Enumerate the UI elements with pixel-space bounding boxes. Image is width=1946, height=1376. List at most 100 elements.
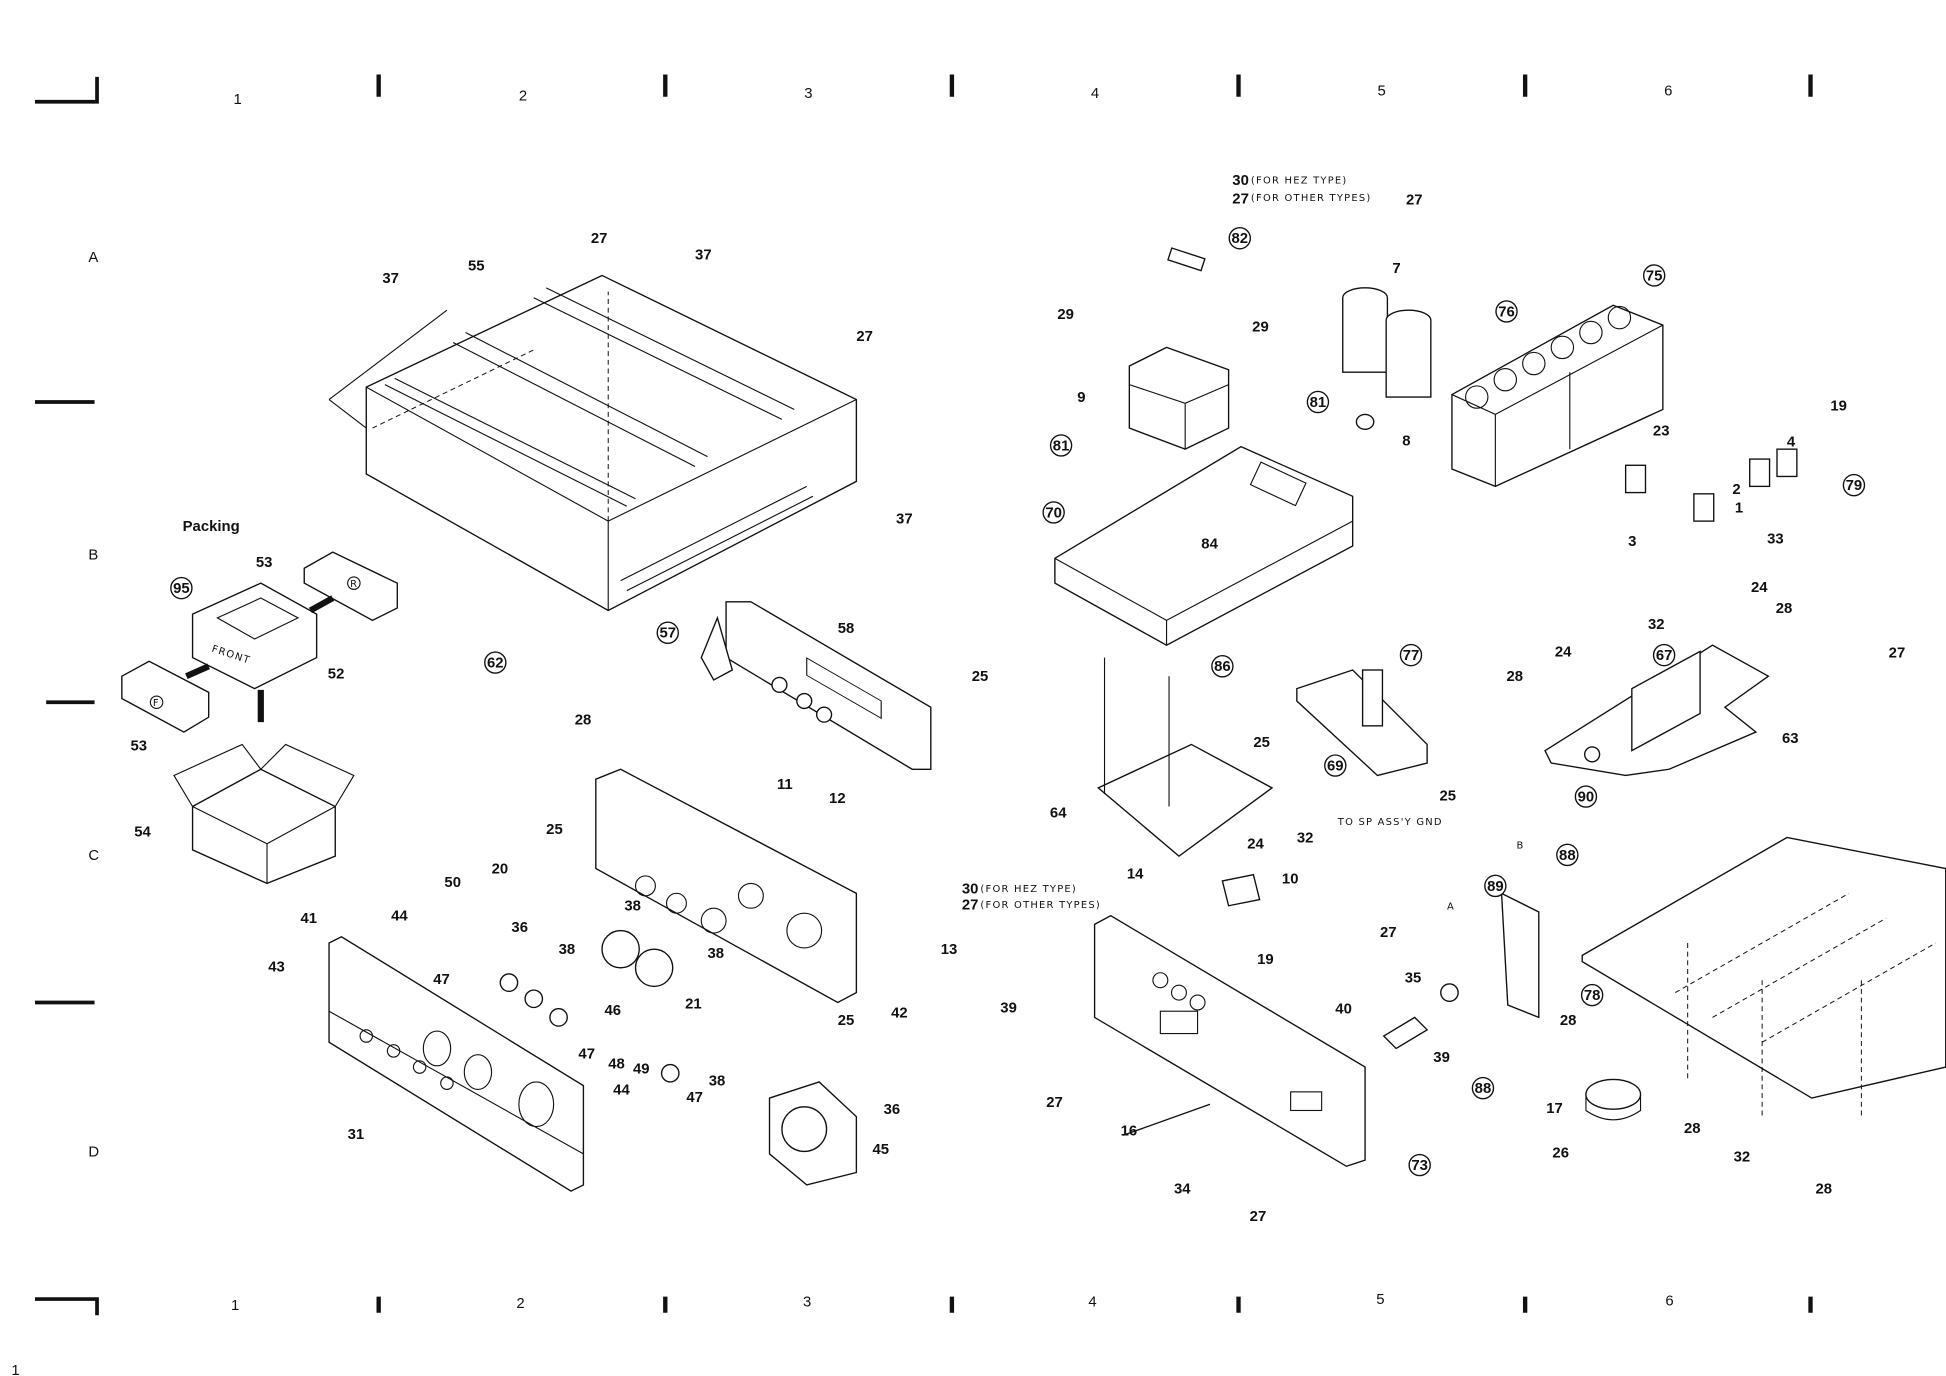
part-callout: 63: [1782, 731, 1799, 747]
callout-circle: [1049, 434, 1073, 457]
callout-circle: [170, 576, 193, 600]
callout-circle: [484, 651, 507, 674]
callout-circle: [1306, 390, 1330, 414]
part-callout: 41: [301, 911, 318, 927]
part-callout: 36: [884, 1102, 901, 1118]
part-callout: 28: [1507, 669, 1524, 685]
part-callout: 25: [972, 669, 989, 685]
part-callout: 81: [1053, 438, 1070, 454]
part-callout: 23: [1653, 424, 1670, 440]
part-callout: 44: [391, 909, 408, 925]
note-sp-gnd: TO SP ASS'Y GND: [1337, 817, 1443, 828]
part-callout: 73: [1411, 1158, 1428, 1174]
notes: (FOR HEZ TYPE) (FOR OTHER TYPES) (FOR HE…: [980, 176, 1524, 913]
part-callout: 3: [1628, 534, 1636, 550]
part-callout: 47: [578, 1046, 595, 1062]
rear-panel-part: [1093, 873, 1366, 1168]
part-callout: 24: [1247, 837, 1264, 853]
part-callout: 70: [1045, 505, 1062, 521]
part-callout: 37: [896, 512, 913, 528]
callout-circle: [1211, 655, 1234, 678]
part-callout: 27: [856, 329, 873, 345]
part-callout: 19: [1830, 399, 1847, 415]
column-label: 3: [803, 1295, 811, 1311]
callout-circle: [1228, 226, 1251, 250]
power-transformer-part: [1128, 247, 1432, 450]
callout-circle: [1842, 473, 1866, 497]
part-callout: 52: [328, 667, 345, 683]
part-callout: 81: [1310, 395, 1327, 411]
part-callout: 64: [1050, 806, 1067, 822]
part-callout: 24: [1555, 644, 1572, 660]
part-callout: 27: [1232, 191, 1249, 207]
part-callout: 38: [707, 946, 724, 962]
part-callout: 21: [685, 997, 702, 1013]
column-label: 2: [516, 1296, 524, 1312]
part-callout: 28: [1684, 1121, 1701, 1137]
part-callout: 11: [777, 777, 793, 793]
part-callout: 75: [1646, 268, 1663, 284]
part-callout: 8: [1402, 433, 1410, 449]
row-label: D: [88, 1144, 99, 1160]
part-callout: 9: [1077, 390, 1085, 406]
part-callout: 28: [1560, 1013, 1577, 1029]
bottom-plate-part: [1382, 836, 1946, 1121]
part-callout: 46: [604, 1003, 621, 1019]
part-callout: 10: [1282, 871, 1299, 887]
chassis-frame-part: [1054, 445, 1428, 857]
part-callout: 12: [829, 791, 846, 807]
part-callout: 27: [591, 231, 608, 247]
part-callout: 31: [348, 1127, 365, 1143]
part-callout: 86: [1214, 659, 1231, 675]
packing-group: Packing FRONT R F: [121, 519, 398, 885]
part-callout: 20: [492, 861, 509, 877]
callout-circle: [1324, 754, 1347, 777]
part-callout: 77: [1403, 648, 1420, 664]
grid-column-labels-bottom: 1 2 3 4 5 6: [231, 1292, 1674, 1314]
part-callout: 76: [1498, 304, 1515, 320]
column-label: 1: [231, 1298, 239, 1314]
frame-marks: [34, 74, 1813, 1316]
part-callout: 17: [1546, 1101, 1563, 1117]
pcb-64: [1097, 743, 1274, 857]
part-callout: 25: [838, 1013, 855, 1029]
part-callout: 47: [686, 1090, 703, 1106]
part-callout: 47: [433, 972, 450, 988]
part-callout: 28: [1776, 601, 1793, 617]
callout-circle: [1484, 874, 1507, 898]
part-callout: 78: [1584, 988, 1601, 1004]
grid-row-labels: A B C D: [88, 250, 99, 1161]
front-frame-part: [595, 768, 858, 1004]
column-label: 4: [1088, 1295, 1096, 1311]
part-callout: 29: [1252, 319, 1269, 335]
arrow-label-b: B: [1516, 841, 1524, 852]
note-hez-type: (FOR HEZ TYPE): [980, 884, 1077, 895]
part-callout: 37: [382, 271, 399, 287]
part-callout: 54: [134, 824, 151, 840]
callout-circle: [1652, 643, 1676, 667]
part-callout: 38: [624, 899, 641, 915]
part-callout: 2: [1732, 482, 1740, 498]
part-callout: 37: [695, 247, 712, 263]
note-hez-type: (FOR HEZ TYPE): [1251, 176, 1348, 187]
part-callout: 1: [1735, 500, 1743, 516]
callout-circle: [656, 621, 680, 645]
callout-circle: [1556, 843, 1579, 867]
part-callout: 45: [872, 1142, 889, 1158]
part-callout: 95: [173, 581, 190, 597]
part-callout: 44: [613, 1082, 630, 1098]
front-panel-part: [328, 935, 858, 1192]
pad-r-marking: R: [350, 579, 358, 590]
part-callout: 13: [941, 942, 958, 958]
part-callout: 38: [559, 942, 576, 958]
part-callout: 43: [268, 960, 285, 976]
part-callout: 69: [1327, 759, 1344, 775]
part-callout: 28: [1815, 1182, 1832, 1198]
row-label: C: [88, 848, 99, 864]
part-callout: 19: [1257, 952, 1274, 968]
part-callout: 38: [709, 1074, 726, 1090]
part-callout: 30: [1232, 173, 1249, 189]
part-callout: 89: [1487, 879, 1504, 895]
